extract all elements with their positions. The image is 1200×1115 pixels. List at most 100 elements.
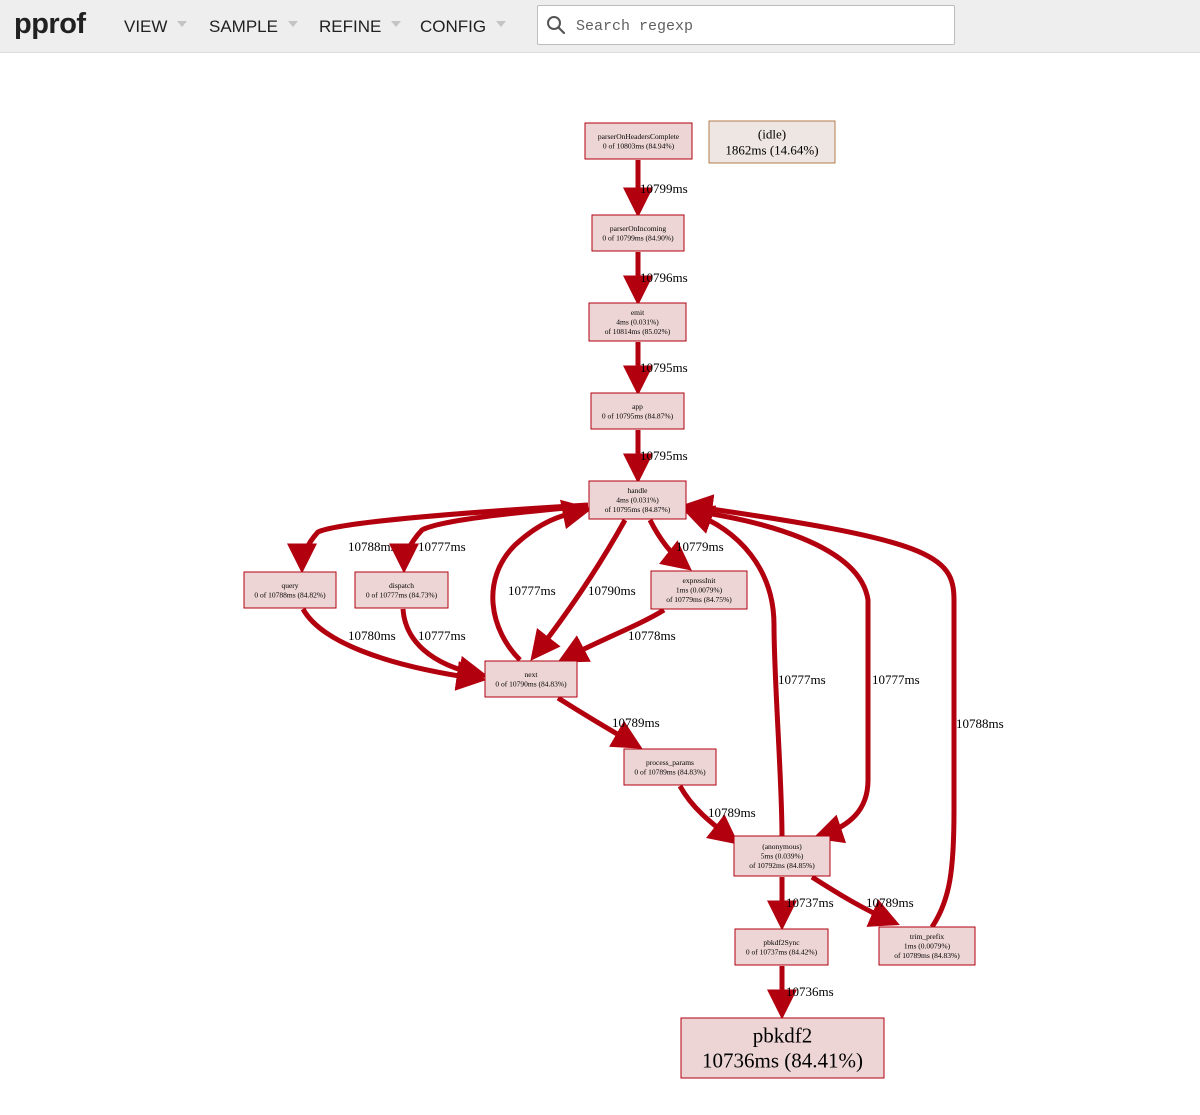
node-label: expressInit [683,576,717,585]
node-idle[interactable]: (idle)1862ms (14.64%) [708,120,836,164]
edge-label: 10736ms [786,984,834,999]
menu-config-label: CONFIG [420,16,487,36]
node-label: dispatch [389,581,414,590]
node-label: 0 of 10790ms (84.83%) [495,679,567,688]
edge-label: 10799ms [640,181,688,196]
node-label: 0 of 10777ms (84.73%) [366,590,438,599]
node-label: pbkdf2Sync [763,938,800,947]
caret-down-icon [496,20,507,27]
node-label: 4ms (0.031%) [616,318,659,327]
caret-down-icon [177,20,188,27]
menu-refine-label: REFINE [319,16,382,36]
edge-label: 10777ms [872,672,920,687]
edge-label: 10789ms [866,895,914,910]
edge-process_params-to-anonymous [677,784,739,845]
node-label: 0 of 10799ms (84.90%) [602,233,674,242]
node-label: query [281,581,298,590]
node-label: of 10795ms (84.87%) [605,505,671,514]
edge-label: 10789ms [612,715,660,730]
node-box [588,302,687,342]
edge-anonymous-to-trim_prefix [810,874,900,927]
node-label: (idle) [758,126,786,141]
node-box [708,120,836,164]
edge-label: 10790ms [588,583,636,598]
node-label: 0 of 10803ms (84.94%) [603,141,675,150]
edge-label: 10795ms [640,448,688,463]
edge-next-to-handle [490,499,593,662]
edge-label: 10780ms [348,628,396,643]
node-label: app [632,402,643,411]
node-label: emit [631,308,645,317]
edge-label: 10777ms [418,539,466,554]
node-label: parserOnHeadersComplete [598,132,680,141]
edge-label: 10796ms [640,270,688,285]
edge-expressInit-to-next [557,607,666,663]
node-box [591,214,685,252]
top-bar: pprof VIEW SAMPLE REFINE CONFIG [0,0,1200,53]
node-label: 4ms (0.031%) [616,496,659,505]
node-label: parserOnIncoming [610,224,666,233]
edge-label: 10777ms [418,628,466,643]
edge-handle-to-next [530,518,628,661]
caret-down-icon [391,20,402,27]
edge-label: 10788ms [956,716,1004,731]
node-label: next [525,670,539,679]
node-box [590,392,685,430]
node-box [734,928,829,966]
node-label: 1ms (0.0079%) [904,942,951,951]
node-label: of 10779ms (84.75%) [666,595,732,604]
node-box [243,571,337,609]
node-label: 5ms (0.039%) [761,852,804,861]
menu-refine[interactable]: REFINE [319,0,402,53]
menu-view-label: VIEW [124,16,168,36]
edge-label: 10779ms [676,539,724,554]
search-icon [547,16,566,35]
edge-trim_prefix-to-handle [682,494,957,929]
edge-handle-to-query [287,502,589,574]
menu-config[interactable]: CONFIG [420,0,507,53]
menu-view[interactable]: VIEW [124,0,188,53]
edge-anonymous-to-handle [682,505,785,837]
node-box [584,122,693,160]
search-input[interactable] [574,12,948,40]
node-label: process_params [646,758,694,767]
node-label: (anonymous) [762,842,802,851]
edge-label: 10788ms [348,539,396,554]
node-box [733,835,831,877]
pprof-logo: pprof [14,8,86,40]
search-box [537,5,955,45]
node-label: pbkdf2 [753,1024,813,1048]
edge-next-to-process_params [556,695,643,749]
node-anonymous[interactable]: (anonymous)5ms (0.039%)of 10792ms (84.85… [733,835,831,877]
menu-sample[interactable]: SAMPLE [209,0,298,53]
call-graph: 10799ms 10796ms 10795ms 10795ms 10788ms 10777… [243,120,1004,1079]
node-label: 0 of 10737ms (84.42%) [746,947,818,956]
menu-sample-label: SAMPLE [209,16,278,36]
node-label: of 10792ms (84.85%) [749,861,815,870]
node-label: 0 of 10795ms (84.87%) [602,411,674,420]
node-label: 10736ms (84.41%) [702,1049,863,1073]
node-box [588,480,687,520]
edge-handle-to-expressInit [647,518,692,571]
node-label: 1ms (0.0079%) [676,586,723,595]
node-label: 0 of 10789ms (84.83%) [634,767,706,776]
edge-label: 10795ms [640,360,688,375]
edge-query-to-next [300,607,487,691]
node-label: handle [628,486,649,495]
node-box [354,571,449,609]
node-box [878,926,976,966]
node-box [650,570,748,610]
